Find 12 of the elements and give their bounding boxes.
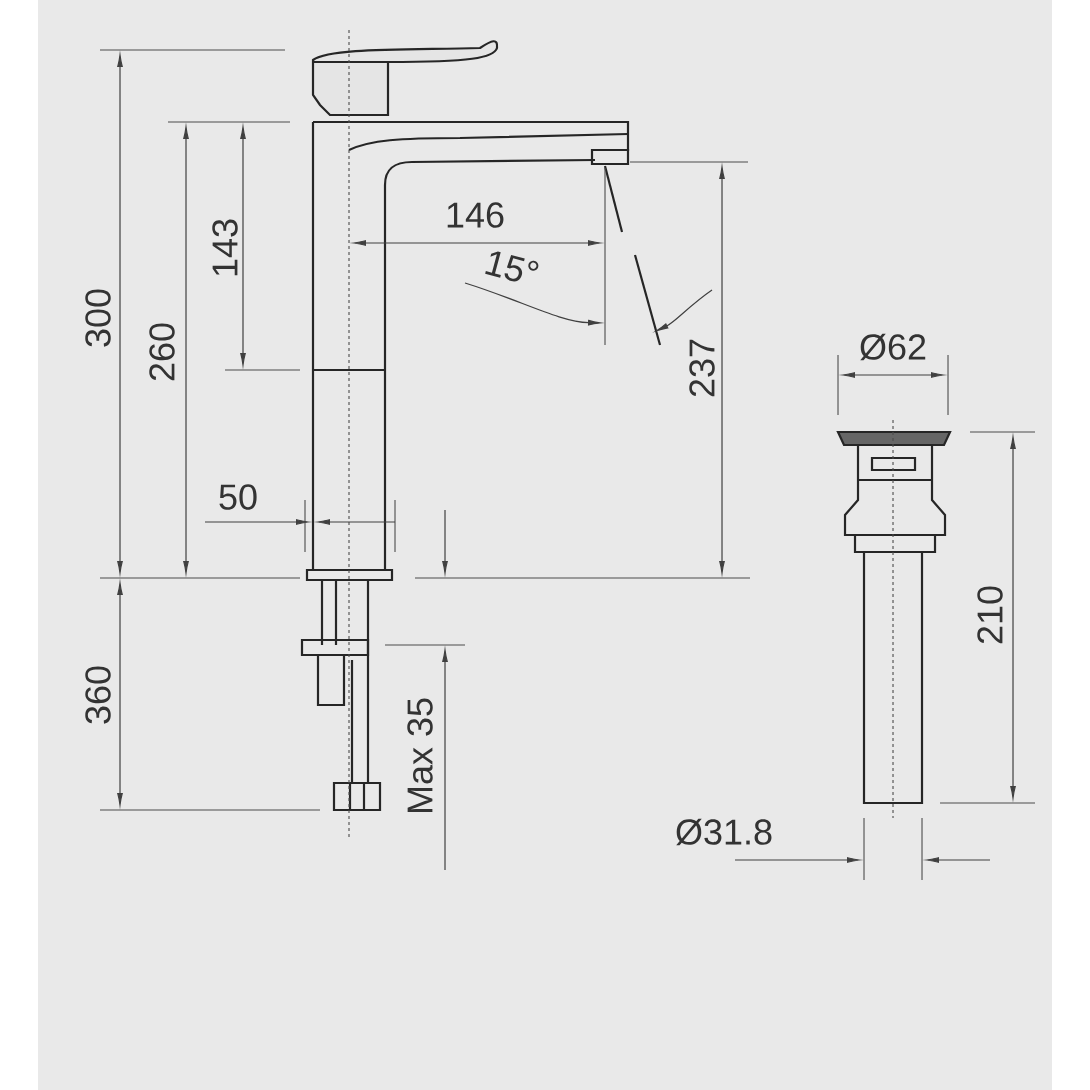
dimension-label: Max 35 <box>407 698 433 813</box>
dimension-label: 210 <box>977 586 1003 644</box>
dimension-label: 50 <box>219 484 257 510</box>
dimension-label: Ø62 <box>860 333 926 361</box>
dimension-label: 360 <box>85 666 111 724</box>
dimension-label: 143 <box>212 219 238 276</box>
dimension-label: 237 <box>689 339 715 397</box>
dimension-label: 300 <box>85 289 111 347</box>
dimension-label: Ø31.8 <box>676 818 772 846</box>
dimension-label: 260 <box>149 323 175 381</box>
dimension-label: 15° <box>485 251 539 282</box>
dimension-label: 146 <box>447 202 504 228</box>
